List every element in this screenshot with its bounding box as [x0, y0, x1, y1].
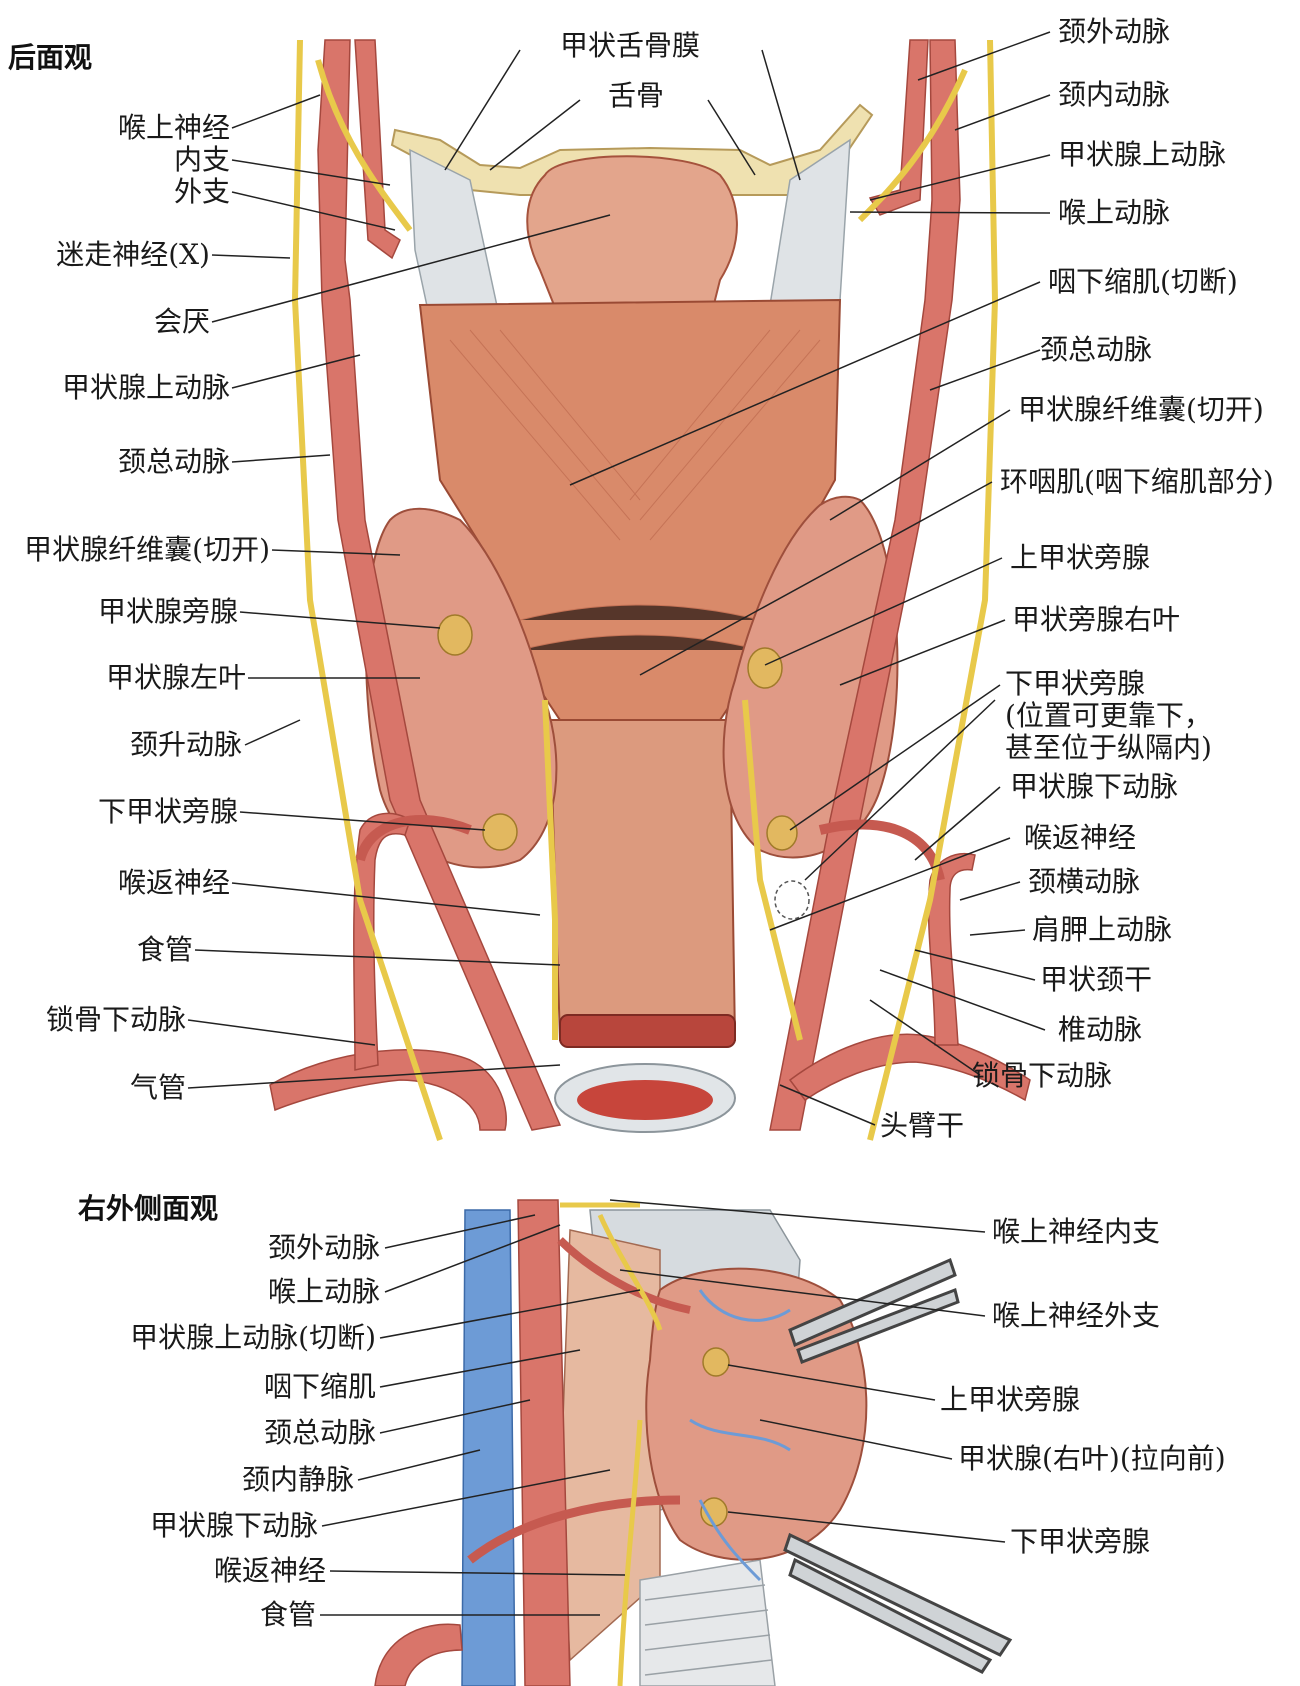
label-inferior-thyroid-artery: 甲状腺下动脉 — [1010, 770, 1179, 803]
right-external-carotid-branch — [868, 39, 929, 216]
label-superior-thyroid-artery-right: 甲状腺上动脉 — [1058, 138, 1227, 171]
label-lateral-common-carotid-artery: 颈总动脉 — [263, 1416, 376, 1449]
label-internal-branch: 内支 — [173, 143, 230, 176]
label-recurrent-laryngeal-nerve-right: 喉返神经 — [1024, 821, 1137, 854]
left-superior-laryngeal-nerve — [315, 59, 413, 232]
label-lateral-inferior-pharyngeal-constrictor: 咽下缩肌 — [263, 1370, 376, 1403]
internal-jugular-vein — [461, 1209, 516, 1686]
right-thyrocervical-trunk — [927, 853, 976, 1046]
label-lateral-esophagus: 食管 — [259, 1598, 316, 1631]
label-inferior-parathyroid-note-2: 甚至位于纵隔内) — [1005, 731, 1212, 764]
label-transverse-cervical-artery: 颈横动脉 — [1028, 865, 1141, 898]
label-hyoid-bone: 舌骨 — [608, 79, 665, 112]
lateral-view-illustration — [374, 1199, 1013, 1686]
esophagus-cut-end — [559, 1014, 736, 1048]
label-external-branch: 外支 — [173, 175, 230, 208]
left-inferior-thyroid-artery — [355, 815, 472, 862]
left-recurrent-laryngeal-nerve — [542, 699, 558, 1040]
lateral-thyroid-veins — [689, 1289, 791, 1582]
right-subclavian-artery — [788, 1033, 1031, 1102]
lateral-subclavian-artery — [374, 1623, 463, 1686]
parathyroid-left-superior — [437, 614, 473, 656]
label-inferior-parathyroid-left: 下甲状旁腺 — [97, 795, 238, 828]
posterior-view-title: 后面观 — [8, 41, 93, 74]
label-cricopharyngeus: 环咽肌(咽下缩肌部分) — [1000, 465, 1274, 498]
label-internal-jugular-vein: 颈内静脉 — [241, 1463, 354, 1496]
label-thyroid-fibrous-capsule-left: 甲状腺纤维囊(切开) — [24, 533, 270, 566]
parathyroid-possible-position — [774, 880, 810, 920]
left-common-carotid-artery — [317, 39, 562, 1131]
label-inferior-parathyroid-note-1: (位置可更靠下， — [1005, 699, 1212, 732]
lateral-inferior-thyroid-artery — [467, 1495, 681, 1564]
lateral-common-carotid-artery — [517, 1199, 571, 1686]
label-brachiocephalic-trunk: 头臂干 — [880, 1109, 965, 1142]
leader-lines — [187, 31, 1051, 1616]
label-common-carotid-artery-right: 颈总动脉 — [1040, 333, 1153, 366]
label-lateral-superior-parathyroid: 上甲状旁腺 — [940, 1383, 1081, 1416]
label-lateral-inferior-thyroid-artery: 甲状腺下动脉 — [149, 1509, 318, 1542]
esophagus — [548, 719, 737, 1041]
label-internal-carotid-artery: 颈内动脉 — [1058, 78, 1171, 111]
parathyroid-right-inferior — [766, 815, 798, 851]
epiglottis — [526, 155, 738, 321]
label-lateral-superior-laryngeal-artery: 喉上动脉 — [267, 1275, 380, 1308]
lateral-superior-thyroid-artery — [557, 1237, 691, 1314]
label-common-carotid-artery-left: 颈总动脉 — [117, 445, 230, 478]
muscle-striations — [449, 329, 821, 651]
label-trachea: 气管 — [129, 1071, 186, 1104]
lateral-trachea — [639, 1559, 776, 1686]
label-parathyroid-gland: 甲状腺旁腺 — [97, 595, 238, 628]
lateral-superior-laryngeal-external-branch — [597, 1213, 663, 1331]
label-parathyroid-right-lobe: 甲状旁腺右叶 — [1012, 603, 1181, 636]
trachea-lumen — [577, 1080, 713, 1120]
label-inferior-parathyroid-right: 下甲状旁腺 — [1005, 667, 1146, 700]
label-external-carotid-artery: 颈外动脉 — [1058, 15, 1171, 48]
label-vagus-nerve: 迷走神经(X) — [56, 238, 210, 271]
lateral-superior-parathyroid — [702, 1347, 730, 1377]
label-lateral-external-carotid-artery: 颈外动脉 — [267, 1231, 380, 1264]
parathyroid-right-superior — [747, 647, 783, 689]
label-subclavian-artery-left: 锁骨下动脉 — [45, 1003, 186, 1036]
label-superior-parathyroid: 上甲状旁腺 — [1010, 541, 1151, 574]
label-lateral-recurrent-laryngeal-nerve: 喉返神经 — [213, 1554, 326, 1587]
label-esophagus: 食管 — [136, 933, 193, 966]
right-superior-laryngeal-nerve — [857, 68, 968, 223]
right-common-carotid-artery — [769, 39, 961, 1131]
label-thyroid-left-lobe: 甲状腺左叶 — [105, 661, 246, 694]
label-thyrocervical-trunk: 甲状颈干 — [1040, 963, 1153, 996]
label-vertebral-artery: 椎动脉 — [1058, 1013, 1143, 1046]
label-inferior-pharyngeal-constrictor-cut: 咽下缩肌(切断) — [1048, 265, 1238, 298]
lateral-recurrent-laryngeal-nerve — [617, 1419, 643, 1686]
posterior-view-illustration — [269, 39, 1031, 1141]
label-epiglottis: 会厌 — [153, 305, 210, 338]
label-recurrent-laryngeal-nerve-left: 喉返神经 — [117, 866, 230, 899]
label-superior-laryngeal-nerve: 喉上神经 — [117, 111, 230, 144]
label-internal-branch-superior-laryngeal-nerve: 喉上神经内支 — [992, 1215, 1161, 1248]
label-lateral-superior-thyroid-artery-cut: 甲状腺上动脉(切断) — [130, 1321, 376, 1354]
left-vagus-nerve — [291, 39, 443, 1141]
label-superior-laryngeal-artery: 喉上动脉 — [1058, 196, 1171, 229]
label-thyrohyoid-membrane: 甲状舌骨膜 — [560, 29, 701, 62]
label-lateral-inferior-parathyroid: 下甲状旁腺 — [1010, 1525, 1151, 1558]
label-thyroid-fibrous-capsule-right: 甲状腺纤维囊(切开) — [1018, 393, 1264, 426]
label-lateral-thyroid-right-lobe: 甲状腺(右叶)(拉向前) — [958, 1442, 1226, 1475]
label-ascending-cervical-artery: 颈升动脉 — [129, 728, 242, 761]
lateral-view-title: 右外侧面观 — [78, 1192, 219, 1225]
left-external-carotid-branch — [354, 39, 401, 260]
label-external-branch-superior-laryngeal-nerve: 喉上神经外支 — [992, 1299, 1161, 1332]
right-recurrent-laryngeal-nerve — [742, 699, 803, 1041]
label-suprascapular-artery: 肩胛上动脉 — [1032, 913, 1173, 946]
parathyroid-left-inferior — [482, 813, 518, 851]
label-subclavian-artery-right: 锁骨下动脉 — [972, 1059, 1113, 1092]
lateral-nerves — [560, 1202, 663, 1686]
label-superior-thyroid-artery-left: 甲状腺上动脉 — [61, 371, 230, 404]
left-subclavian-artery — [269, 1049, 507, 1131]
